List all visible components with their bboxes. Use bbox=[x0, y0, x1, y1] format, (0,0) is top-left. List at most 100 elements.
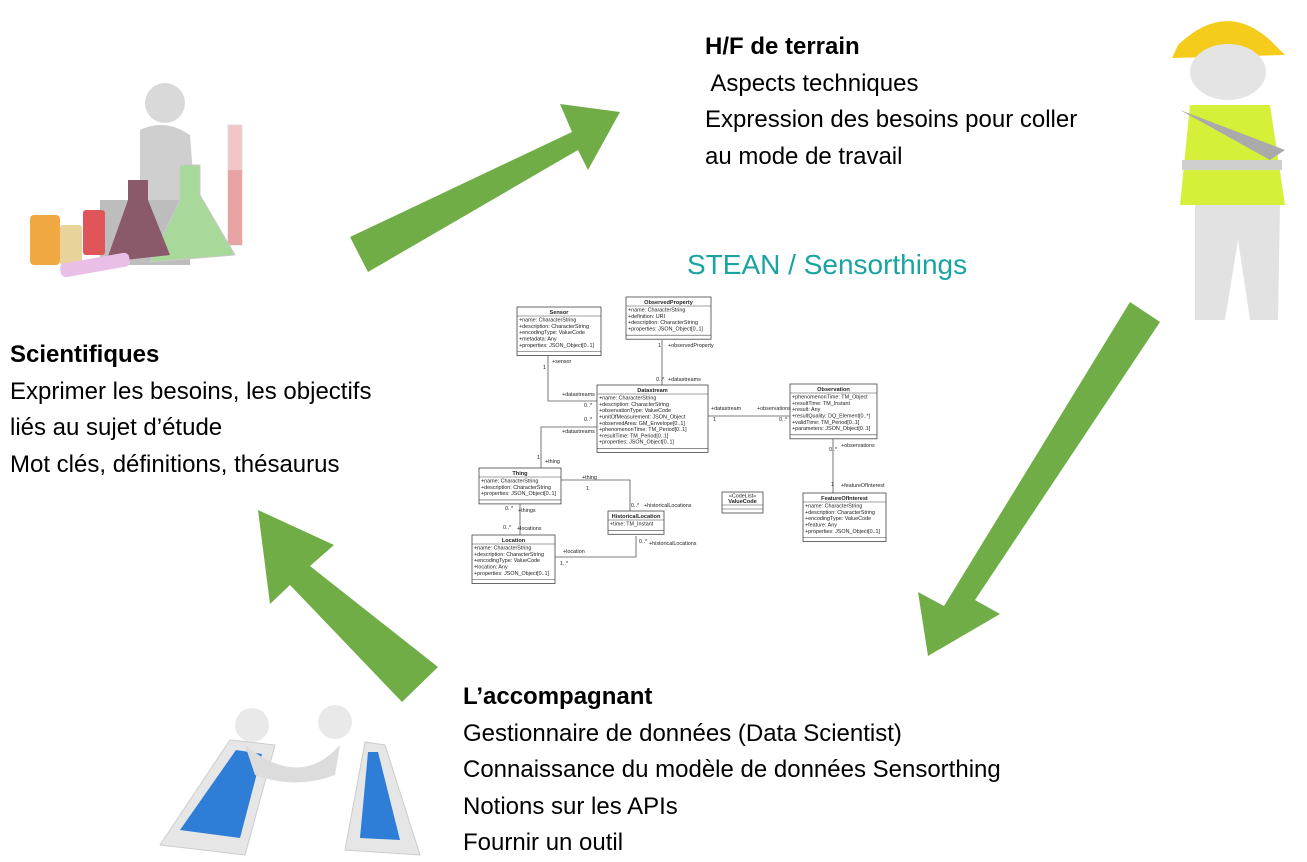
class-attribute: +location: Any bbox=[474, 565, 508, 571]
class-attribute: +properties: JSON_Object[0..1] bbox=[805, 529, 881, 535]
class-attribute: +time: TM_Instant bbox=[610, 522, 654, 528]
class-attribute: +properties: JSON_Object[0..1] bbox=[481, 491, 557, 497]
association-label: +location bbox=[563, 549, 585, 555]
class-attribute: +encodingType: ValueCode bbox=[805, 516, 871, 522]
uml-class-featureofinterest bbox=[802, 492, 887, 542]
association-label: +featureOfInterest bbox=[841, 483, 885, 489]
association-label: +things bbox=[518, 508, 536, 514]
association-label: 1 bbox=[543, 365, 546, 371]
field-team-heading: H/F de terrain bbox=[705, 33, 860, 60]
facilitator-line: Fournir un outil bbox=[463, 829, 624, 856]
handshake-laptops-figure bbox=[159, 705, 421, 856]
class-name: Location bbox=[502, 538, 526, 544]
association-label: 0..* bbox=[829, 447, 838, 453]
field-worker-figure bbox=[1172, 21, 1285, 320]
uml-class-valuecode bbox=[721, 491, 764, 514]
association-label: 0..* bbox=[584, 417, 593, 423]
sensorthings-uml-diagram: Sensor+name: CharacterString+description… bbox=[471, 296, 887, 584]
class-attribute: +observationType: ValueCode bbox=[599, 408, 671, 414]
association-label: 1..* bbox=[560, 561, 569, 567]
uml-class-location bbox=[471, 534, 556, 584]
scientists-heading: Scientifiques bbox=[10, 341, 160, 368]
association-label: +locations bbox=[517, 526, 542, 532]
field-team-line: Expression des besoins pour coller bbox=[705, 106, 1078, 133]
association-label: 0..* bbox=[503, 525, 512, 531]
association-label: 0..* bbox=[631, 503, 640, 509]
class-attribute: +result: Any bbox=[792, 407, 821, 413]
field-team-block: H/F de terrain Aspects techniques Expres… bbox=[705, 29, 1077, 175]
class-attribute: +parameters: JSON_Object[0..1] bbox=[792, 426, 871, 432]
facilitator-line: Connaissance du modèle de données Sensor… bbox=[463, 756, 1001, 783]
association-label: 0..* bbox=[779, 417, 788, 423]
class-name: Observation bbox=[817, 387, 850, 393]
scientists-line: Mot clés, définitions, thésaurus bbox=[10, 450, 340, 478]
class-attribute: +description: CharacterString bbox=[599, 402, 669, 408]
uml-class-observedproperty bbox=[625, 296, 712, 340]
class-attribute: +phenomenonTime: TM_Period[0..1] bbox=[599, 427, 687, 433]
association-line bbox=[561, 479, 631, 511]
association-label: +datastreams bbox=[562, 392, 595, 398]
class-name: Datastream bbox=[637, 388, 667, 394]
association-label: +observations bbox=[841, 443, 875, 449]
association-label: 1 bbox=[658, 343, 661, 349]
class-attribute: +resultTime: TM_Period[0..1] bbox=[599, 433, 669, 439]
association-label: +sensor bbox=[552, 359, 572, 365]
facilitator-block: L’accompagnant Gestionnaire de données (… bbox=[463, 679, 1001, 862]
association-label: +datastream bbox=[711, 406, 742, 412]
class-name: FeatureOfInterest bbox=[821, 496, 868, 502]
class-attribute: +unitOfMeasurement: JSON_Object bbox=[599, 415, 686, 421]
association-label: 1 bbox=[713, 417, 716, 423]
association-label: +thing bbox=[582, 475, 597, 481]
association-label: 1 bbox=[586, 486, 589, 492]
class-attribute: +feature: Any bbox=[805, 523, 837, 529]
class-attribute: +observedArea: GM_Envelope[0..1] bbox=[599, 421, 685, 427]
class-attribute: +validTime: TM_Period[0..1] bbox=[792, 420, 860, 426]
class-attribute: +resultQuality: DQ_Element[0..*] bbox=[792, 414, 871, 420]
facilitator-line: Gestionnaire de données (Data Scientist) bbox=[463, 719, 902, 747]
class-attribute: +properties: JSON_Object[0..1] bbox=[519, 343, 595, 349]
class-attribute: +name: CharacterString bbox=[519, 318, 576, 324]
scientists-line: Exprimer les besoins, les objectifs bbox=[10, 377, 372, 405]
field-team-line: au mode de travail bbox=[705, 142, 903, 170]
association-label: +observations bbox=[757, 406, 791, 412]
association-line bbox=[555, 536, 637, 558]
class-attribute: +description: CharacterString bbox=[628, 320, 698, 326]
class-attribute: +properties: JSON_Object[0..1] bbox=[628, 327, 704, 333]
field-team-line: Aspects techniques bbox=[705, 69, 919, 97]
class-attribute: +name: CharacterString bbox=[599, 396, 656, 402]
class-name: HistoricalLocation bbox=[612, 514, 661, 520]
facilitator-heading: L’accompagnant bbox=[463, 683, 653, 710]
arrow-to-facilitator bbox=[918, 302, 1160, 656]
class-attribute: +definition: URI bbox=[628, 314, 665, 320]
uml-class-thing bbox=[478, 467, 562, 505]
association-line bbox=[540, 426, 597, 468]
class-attribute: +name: CharacterString bbox=[628, 308, 685, 314]
association-label: +historicalLocations bbox=[649, 541, 697, 547]
arrow-to-scientists bbox=[258, 510, 438, 702]
class-stereotype: «CodeList» bbox=[729, 494, 756, 500]
class-attribute: +description: CharacterString bbox=[474, 552, 544, 558]
class-attribute: +description: CharacterString bbox=[519, 324, 589, 330]
class-name: ValueCode bbox=[728, 499, 757, 505]
association-label: 0..* bbox=[584, 403, 593, 409]
scientists-block: Scientifiques Exprimer les besoins, les … bbox=[10, 337, 371, 483]
uml-class-sensor bbox=[516, 306, 602, 356]
association-line bbox=[547, 352, 597, 402]
class-name: ObservedProperty bbox=[644, 300, 694, 306]
class-attribute: +properties: JSON_Object[0..1] bbox=[599, 440, 675, 446]
facilitator-line: Notions sur les APIs bbox=[463, 792, 678, 820]
class-attribute: +properties: JSON_Object[0..1] bbox=[474, 571, 550, 577]
class-attribute: +description: CharacterString bbox=[805, 510, 875, 516]
class-name: Thing bbox=[512, 471, 528, 477]
class-attribute: +name: CharacterString bbox=[481, 479, 538, 485]
model-title: STEAN / Sensorthings bbox=[687, 249, 968, 280]
class-attribute: +resultTime: TM_Instant bbox=[792, 401, 850, 407]
scientists-line: liés au sujet d’étude bbox=[10, 414, 223, 441]
association-label: 0..* bbox=[656, 377, 665, 383]
association-label: +datastreams bbox=[562, 429, 595, 435]
arrow-to-field-team bbox=[350, 104, 620, 272]
class-attribute: +name: CharacterString bbox=[805, 504, 862, 510]
association-label: 0..* bbox=[639, 539, 648, 545]
class-attribute: +name: CharacterString bbox=[474, 546, 531, 552]
